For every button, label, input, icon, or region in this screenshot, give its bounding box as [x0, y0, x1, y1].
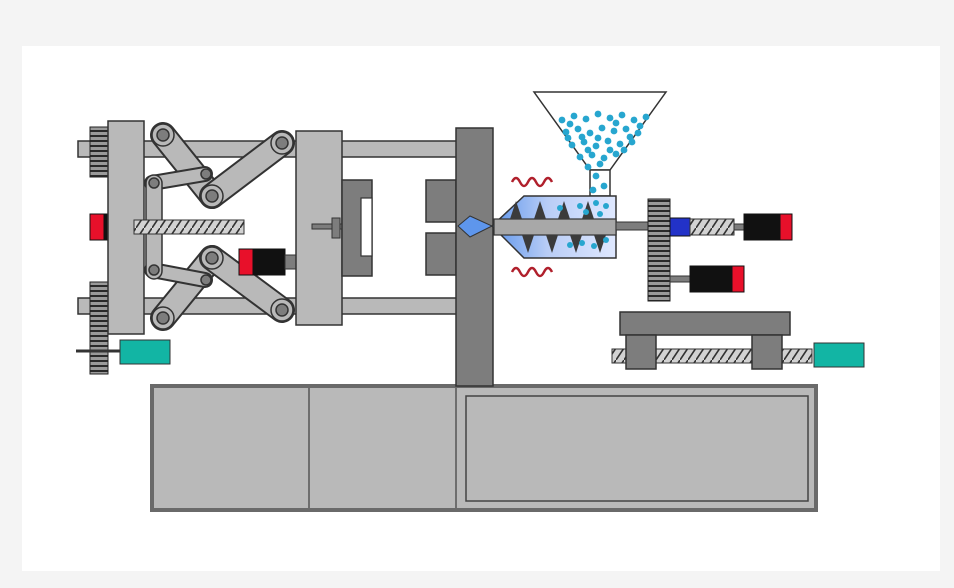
clamp-motor [119, 339, 171, 365]
screw-drive-gear [647, 198, 671, 302]
pellet [630, 116, 638, 124]
pellet [603, 237, 609, 243]
heater-coil-top [510, 176, 554, 188]
pellet [603, 203, 609, 209]
crosshead-screw [133, 219, 245, 235]
pellet [600, 154, 608, 162]
pellet [562, 128, 570, 136]
pellet [606, 114, 614, 122]
pellet [566, 120, 574, 128]
base-panel-right [465, 395, 809, 502]
pellet [594, 134, 602, 142]
fixed-mold-half [425, 179, 457, 276]
toggle-mechanism [144, 122, 295, 331]
pellet [612, 119, 620, 127]
pellet [576, 153, 584, 161]
pellet [610, 127, 618, 135]
pellet [591, 243, 597, 249]
injection-barrel [457, 195, 617, 259]
pellet [588, 151, 596, 159]
pellet [592, 172, 600, 180]
pellet [564, 134, 572, 142]
pellet [604, 137, 612, 145]
pellet [593, 200, 599, 206]
pellet [634, 129, 642, 137]
pellet [586, 129, 594, 137]
pellet [568, 141, 576, 149]
pellet [594, 110, 602, 118]
injection-cylinder [669, 213, 793, 241]
pellet [597, 211, 603, 217]
pellet [557, 205, 563, 211]
pellet [582, 115, 590, 123]
pellet [636, 122, 644, 130]
pellet [620, 146, 628, 154]
pellet [578, 133, 586, 141]
pellet [596, 160, 604, 168]
pellet [600, 182, 608, 190]
moving-mold-half [341, 179, 373, 277]
pellet [558, 116, 566, 124]
pellet [579, 240, 585, 246]
pellet [570, 112, 578, 120]
carriage-cylinder [669, 265, 745, 293]
pellet [626, 133, 634, 141]
mold-cavity-core [360, 197, 373, 257]
heater-coil-bottom [510, 266, 554, 278]
pellet [612, 150, 620, 158]
plastic-pellets [558, 110, 650, 194]
nozzle [457, 215, 494, 238]
reciprocating-screw [493, 218, 617, 236]
pellet [567, 242, 573, 248]
pellet [616, 140, 624, 148]
pellet [606, 146, 614, 154]
pellet [598, 124, 606, 132]
pellet [618, 111, 626, 119]
pellet [592, 142, 600, 150]
pellet [589, 186, 597, 194]
pellet [574, 125, 582, 133]
screw-flights [510, 201, 606, 253]
pellet [584, 146, 592, 154]
injection-carriage [611, 311, 813, 370]
pellet [622, 125, 630, 133]
piston-seal [669, 217, 691, 237]
hopper [532, 91, 668, 197]
melting-pellets [557, 200, 609, 249]
machine-base [150, 384, 818, 512]
pellet [583, 209, 589, 215]
pellet [642, 113, 650, 121]
carriage-motor [813, 342, 865, 368]
pellet [577, 203, 583, 209]
pellet [584, 163, 592, 171]
fixed-platen [455, 127, 494, 387]
screw-drive-shaft [615, 221, 653, 231]
